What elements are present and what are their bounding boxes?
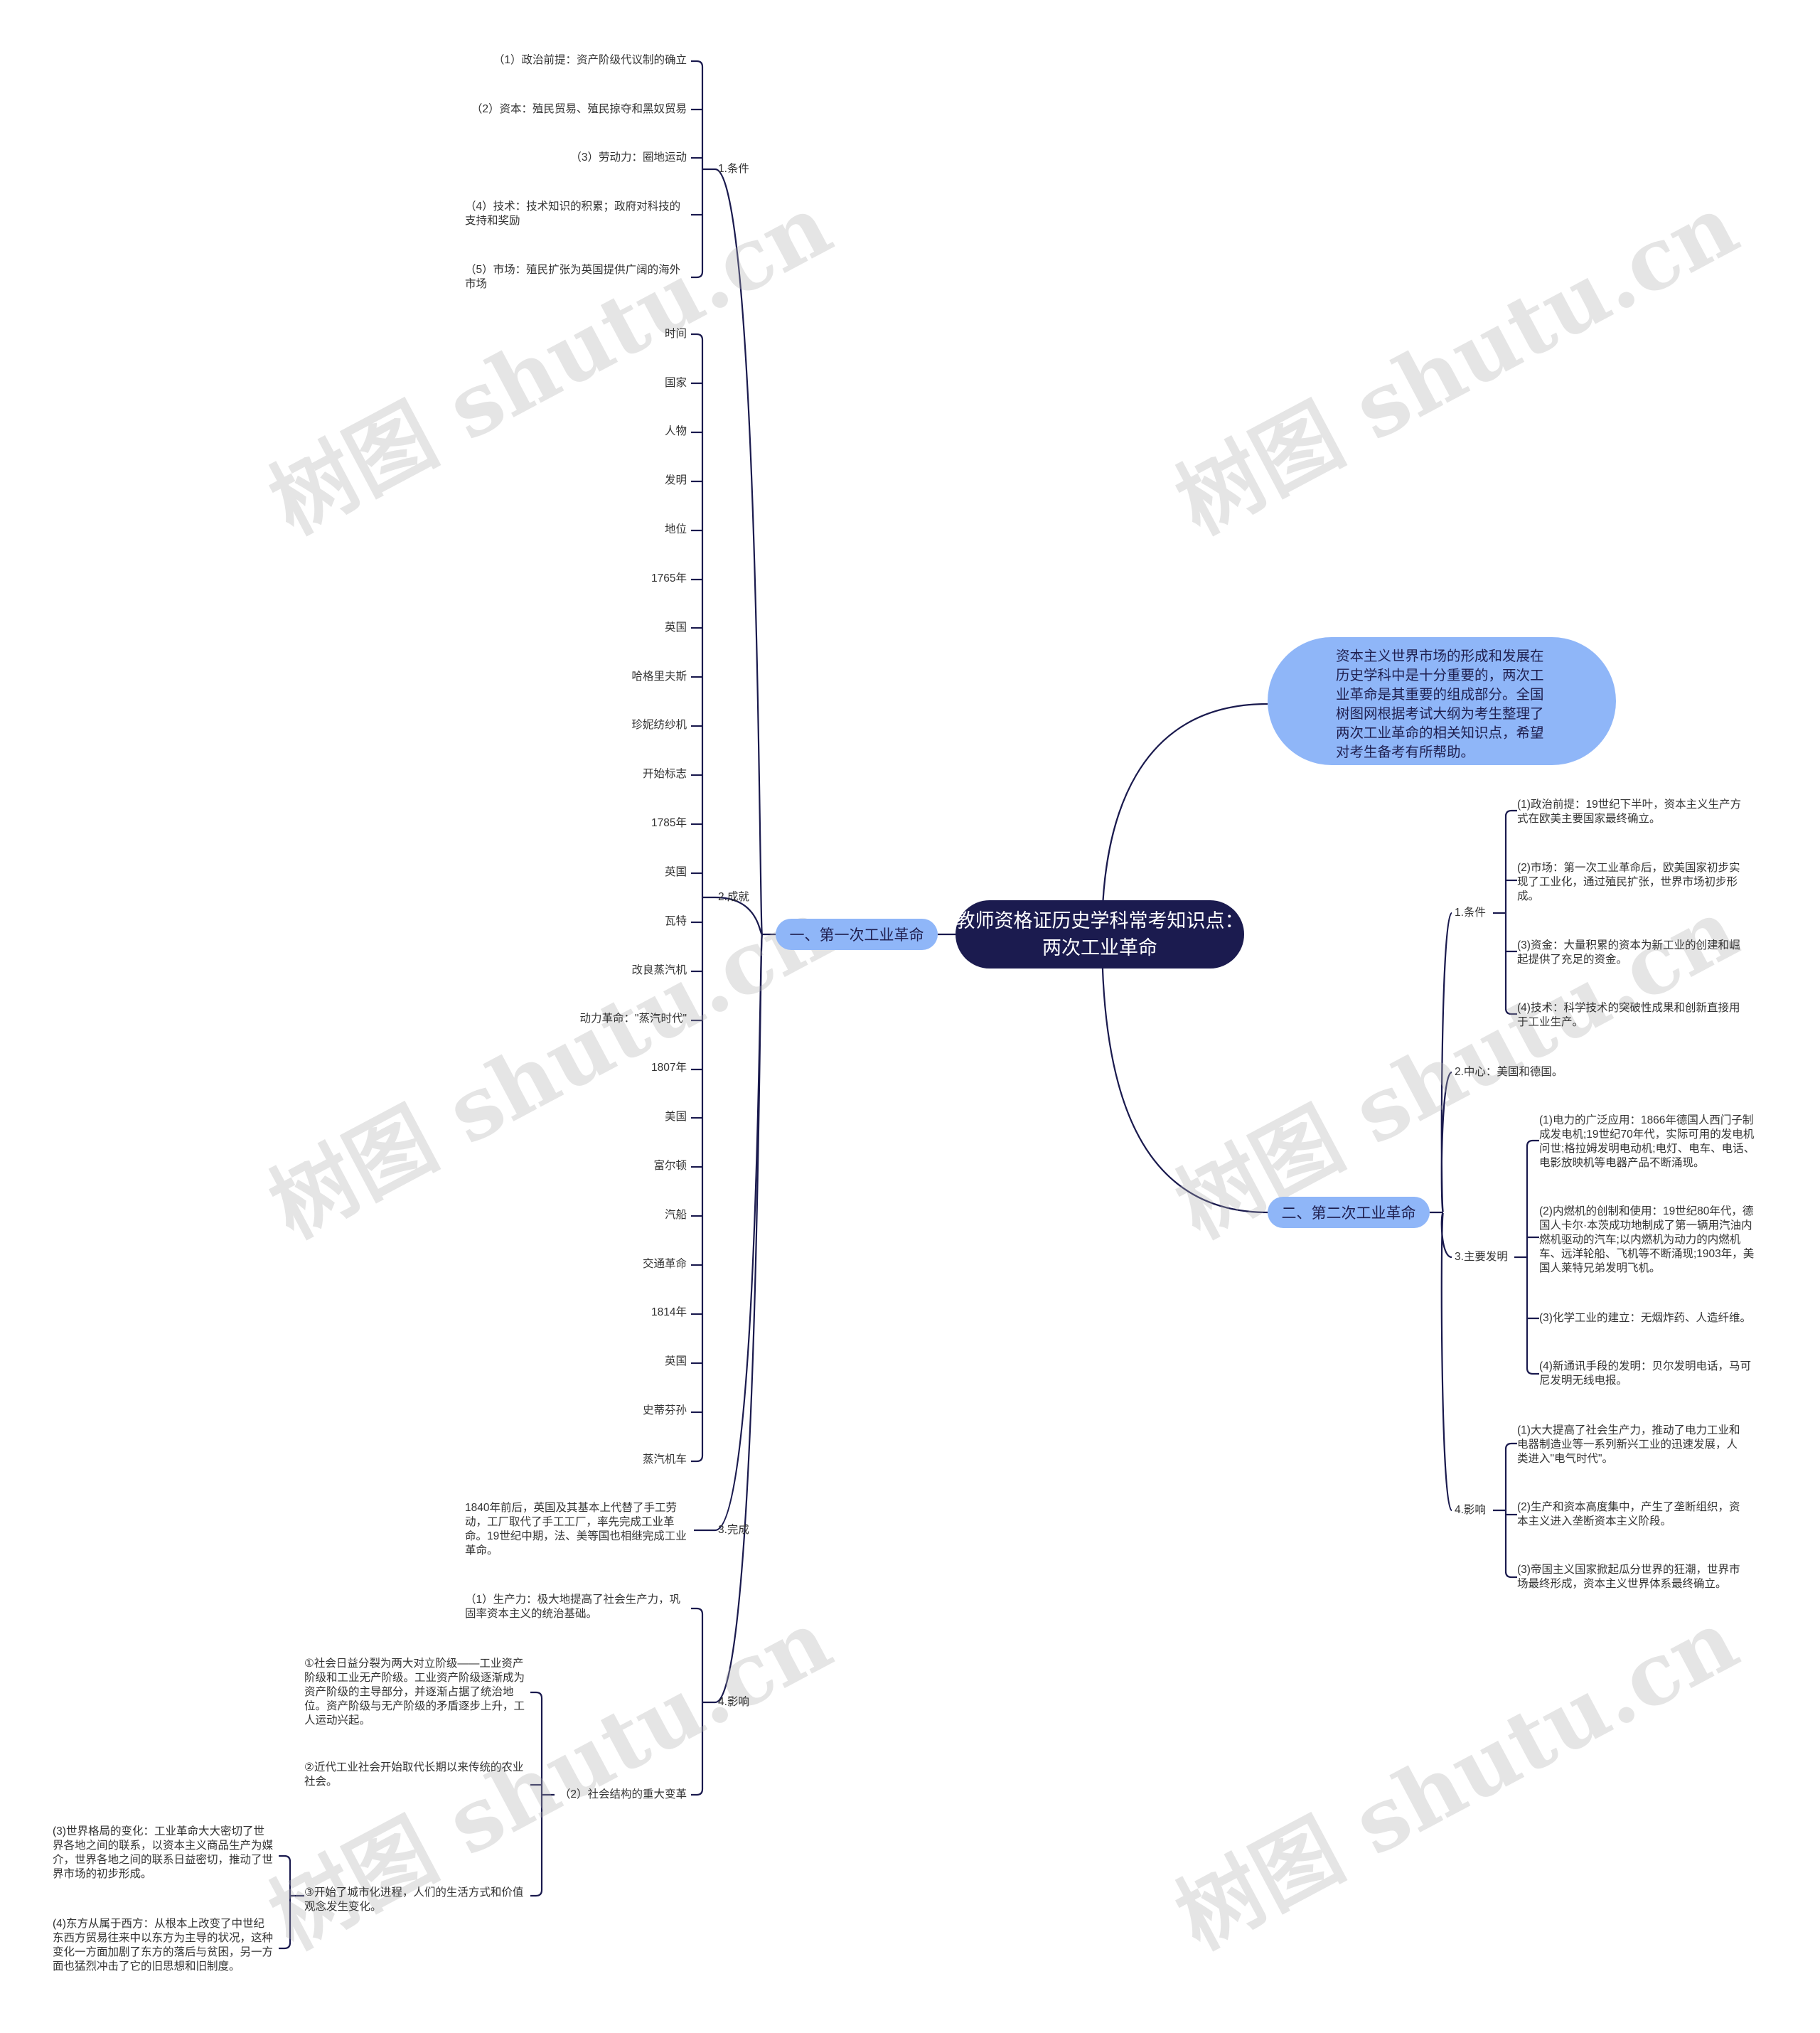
leaf-invention[interactable]: (2)内燃机的创制和使用：19世纪80年代，德国人卡尔·本茨成功地制成了第一辆用… <box>1539 1205 1755 1274</box>
leaf-achievement[interactable]: 开始标志 <box>642 768 687 780</box>
connector-line <box>1504 809 1517 1015</box>
leaf-first-condition[interactable]: （3）劳动力：圈地运动 <box>570 151 687 164</box>
leaf-first-condition[interactable]: （5）市场：殖民扩张为英国提供广阔的海外市场 <box>465 264 681 290</box>
leaf-achievement[interactable]: 汽船 <box>664 1209 687 1221</box>
leaf-achievement[interactable]: 地位 <box>664 523 687 535</box>
leaf-achievement[interactable]: 改良蒸汽机 <box>631 964 687 976</box>
leaf-achievement[interactable]: 人物 <box>664 425 687 437</box>
connector-line <box>1440 912 1453 1214</box>
connector-line <box>691 333 704 1463</box>
leaf-achievement[interactable]: 瓦特 <box>664 915 687 927</box>
leaf-achievement[interactable]: 1807年 <box>651 1062 687 1074</box>
leaf-achievement[interactable]: 美国 <box>664 1111 687 1123</box>
leaf-achievement[interactable]: 动力革命："蒸汽时代" <box>579 1013 687 1025</box>
leaf-achievement[interactable]: 英国 <box>664 621 687 634</box>
branch-first-revolution[interactable]: 一、第一次工业革命 <box>776 919 938 950</box>
leaf-achievement[interactable]: 发明 <box>664 474 687 486</box>
leaf-second-influence[interactable]: (2)生产和资本高度集中，产生了垄断组织，资本主义进入垄断资本主义阶段。 <box>1517 1501 1740 1527</box>
connector-line <box>1526 1139 1539 1375</box>
leaf-first-condition[interactable]: （4）技术：技术知识的积累；政府对科技的支持和奖励 <box>465 201 681 227</box>
leaf-achievement[interactable]: 1814年 <box>651 1306 687 1318</box>
connector-line <box>1101 934 1268 1214</box>
connector-line <box>714 896 764 936</box>
leaf-social-change[interactable]: ②近代工业社会开始取代长期以来传统的农业社会。 <box>304 1761 524 1788</box>
leaf-second-condition[interactable]: (1)政治前提：19世纪下半叶，资本主义生产方式在欧美主要国家最终确立。 <box>1517 799 1742 825</box>
leaf-achievement[interactable]: 时间 <box>664 328 687 340</box>
leaf-achievement[interactable]: 英国 <box>664 866 687 878</box>
connector-line <box>691 1607 704 1796</box>
leaf-achievement[interactable]: 交通革命 <box>642 1258 687 1270</box>
leaf-social-change[interactable]: ③开始了城市化进程，人们的生活方式和价值观念发生变化。 <box>304 1887 524 1913</box>
connector-line <box>714 933 764 1704</box>
leaf-first-condition[interactable]: （2）资本：殖民贸易、殖民掠夺和黑奴贸易 <box>471 103 687 115</box>
leaf-first-condition[interactable]: （1）政治前提：资产阶级代议制的确立 <box>493 54 687 66</box>
leaf-achievement[interactable]: 珍妮纺纱机 <box>631 719 687 731</box>
node-second-conditions[interactable]: 1.条件 <box>1455 907 1486 919</box>
leaf-east-west[interactable]: (4)东方从属于西方：从根本上改变了中世纪东西方贸易往来中以东方为主导的状况，这… <box>53 1918 274 1973</box>
node-first-conditions[interactable]: 1.条件 <box>718 163 749 175</box>
connector-line <box>714 168 764 936</box>
leaf-achievement[interactable]: 国家 <box>664 377 687 389</box>
leaf-achievement[interactable]: 富尔顿 <box>653 1160 687 1172</box>
leaf-achievement[interactable]: 蒸汽机车 <box>642 1453 687 1466</box>
root-topic[interactable]: 教师资格证历史学科常考知识点：两次工业革命 <box>956 900 1244 969</box>
branch-second-revolution[interactable]: 二、第二次工业革命 <box>1268 1197 1430 1228</box>
connector-line <box>1101 703 1268 935</box>
node-second-influence[interactable]: 4.影响 <box>1455 1504 1486 1516</box>
leaf-second-influence[interactable]: (1)大大提高了社会生产力，推动了电力工业和电器制造业等一系列新兴工业的迅速发展… <box>1517 1424 1740 1465</box>
leaf-invention[interactable]: (3)化学工业的建立：无烟炸药、人造纤维。 <box>1539 1312 1751 1324</box>
connector-line <box>279 1855 291 1950</box>
leaf-second-condition[interactable]: (3)资金：大量积累的资本为新工业的创建和崛起提供了充足的资金。 <box>1517 939 1740 966</box>
leaf-second-condition[interactable]: (4)技术：科学技术的突破性成果和创新直接用于工业生产。 <box>1517 1002 1740 1028</box>
node-second-inventions[interactable]: 3.主要发明 <box>1455 1251 1508 1263</box>
node-first-influence[interactable]: 4.影响 <box>718 1696 749 1708</box>
node-second-center[interactable]: 2.中心：美国和德国。 <box>1455 1066 1563 1078</box>
leaf-second-condition[interactable]: (2)市场：第一次工业革命后，欧美国家初步实现了工业化，通过殖民扩张，世界市场初… <box>1517 862 1740 902</box>
connector-line <box>1504 1442 1517 1579</box>
leaf-achievement[interactable]: 英国 <box>664 1355 687 1367</box>
connector-line <box>714 933 764 1532</box>
leaf-achievement[interactable]: 1765年 <box>651 572 687 585</box>
leaf-productivity[interactable]: （1）生产力：极大地提高了社会生产力，巩固率资本主义的统治基础。 <box>465 1594 681 1620</box>
leaf-achievement[interactable]: 哈格里夫斯 <box>631 671 687 683</box>
leaf-completion[interactable]: 1840年前后，英国及其基本上代替了手工劳动，工厂取代了手工工厂，率先完成工业革… <box>465 1502 687 1557</box>
leaf-second-influence[interactable]: (3)帝国主义国家掀起瓜分世界的狂潮，世界市场最终形成，资本主义世界体系最终确立… <box>1517 1564 1740 1590</box>
connector-line <box>1440 1211 1453 1512</box>
connector-line <box>691 60 704 279</box>
leaf-achievement[interactable]: 史蒂芬孙 <box>642 1404 687 1416</box>
leaf-achievement[interactable]: 1785年 <box>651 817 687 829</box>
leaf-world-pattern[interactable]: (3)世界格局的变化：工业革命大大密切了世界各地之间的联系，以资本主义商品生产为… <box>53 1825 274 1880</box>
leaf-invention[interactable]: (4)新通讯手段的发明：贝尔发明电话，马可尼发明无线电报。 <box>1539 1360 1751 1387</box>
leaf-social-change[interactable]: ①社会日益分裂为两大对立阶级——工业资产阶级和工业无产阶级。工业资产阶级逐渐成为… <box>304 1658 525 1727</box>
connector-line <box>1440 1071 1453 1214</box>
node-first-achievements[interactable]: 2.成就 <box>718 891 749 903</box>
leaf-invention[interactable]: (1)电力的广泛应用：1866年德国人西门子制成发电机;19世纪70年代，实际可… <box>1539 1114 1755 1169</box>
node-first-completion[interactable]: 3.完成 <box>718 1524 749 1536</box>
node-social-change[interactable]: （2）社会结构的重大变革 <box>559 1788 687 1800</box>
intro-note[interactable]: 资本主义世界市场的形成和发展在历史学科中是十分重要的，两次工业革命是其重要的组成… <box>1268 637 1616 765</box>
